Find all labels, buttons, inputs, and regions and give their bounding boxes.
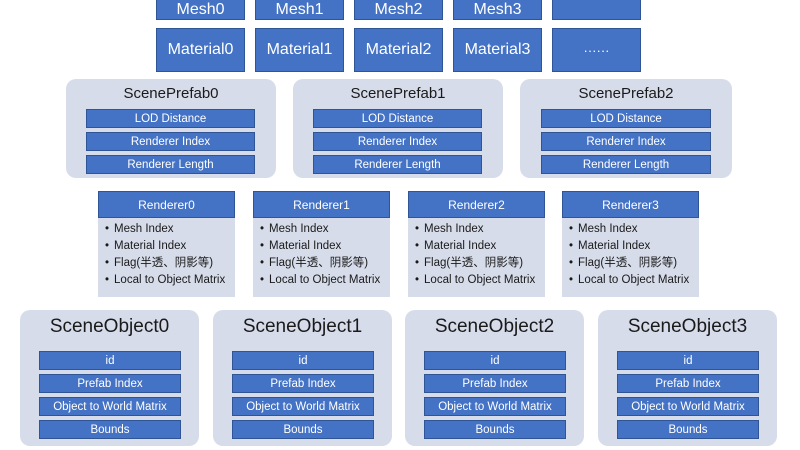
renderer-item: Material Index: [415, 238, 545, 255]
renderer-item: Mesh Index: [260, 221, 390, 238]
renderer-item: Mesh Index: [569, 221, 699, 238]
scene-prefab-0: ScenePrefab0 LOD Distance Renderer Index…: [66, 79, 276, 178]
scene-object-title: SceneObject2: [434, 316, 555, 337]
mesh-box-more: [552, 0, 641, 20]
material-box-0: Material0: [156, 28, 245, 72]
mesh-label: Mesh1: [275, 1, 324, 18]
prefab-field-renderer-index: Renderer Index: [313, 132, 482, 151]
object-field-prefab-index: Prefab Index: [617, 374, 759, 393]
renderer-3: Renderer3 Mesh Index Material Index Flag…: [562, 191, 699, 297]
scene-object-1: SceneObject1 id Prefab Index Object to W…: [213, 310, 392, 446]
scene-object-0: SceneObject0 id Prefab Index Object to W…: [20, 310, 199, 446]
renderer-title: Renderer1: [253, 191, 390, 218]
object-field-bounds: Bounds: [39, 420, 181, 439]
object-field-id: id: [617, 351, 759, 370]
object-field-id: id: [424, 351, 566, 370]
prefab-title: ScenePrefab1: [350, 85, 446, 102]
renderer-title: Renderer2: [408, 191, 545, 218]
prefab-field-renderer-length: Renderer Length: [313, 155, 482, 174]
renderer-item: Material Index: [260, 238, 390, 255]
material-label: Material3: [464, 41, 531, 58]
mesh-label: Mesh3: [473, 1, 522, 18]
mesh-box-1: Mesh1: [255, 0, 344, 20]
scene-prefab-2: ScenePrefab2 LOD Distance Renderer Index…: [520, 79, 732, 178]
prefab-title: ScenePrefab0: [123, 85, 219, 102]
material-label: Material2: [365, 41, 432, 58]
renderer-item: Mesh Index: [105, 221, 235, 238]
renderer-title: Renderer3: [562, 191, 699, 218]
renderer-item: Flag(半透、阴影等): [105, 255, 235, 272]
scene-object-title: SceneObject3: [627, 316, 748, 337]
renderer-item-list: Mesh Index Material Index Flag(半透、阴影等) L…: [105, 221, 235, 289]
object-field-object-to-world-matrix: Object to World Matrix: [39, 397, 181, 416]
renderer-2: Renderer2 Mesh Index Material Index Flag…: [408, 191, 545, 297]
scene-object-3: SceneObject3 id Prefab Index Object to W…: [598, 310, 777, 446]
mesh-box-2: Mesh2: [354, 0, 443, 20]
scene-object-title: SceneObject1: [242, 316, 363, 337]
renderer-item: Mesh Index: [415, 221, 545, 238]
mesh-box-3: Mesh3: [453, 0, 542, 20]
renderer-item: Local to Object Matrix: [569, 272, 699, 289]
prefab-field-lod-distance: LOD Distance: [313, 109, 482, 128]
prefab-field-renderer-index: Renderer Index: [541, 132, 711, 151]
mesh-label: Mesh2: [374, 1, 423, 18]
object-field-id: id: [232, 351, 374, 370]
material-box-1: Material1: [255, 28, 344, 72]
object-field-bounds: Bounds: [617, 420, 759, 439]
renderer-0: Renderer0 Mesh Index Material Index Flag…: [98, 191, 235, 297]
object-field-prefab-index: Prefab Index: [232, 374, 374, 393]
material-box-more: ······: [552, 28, 641, 72]
object-field-bounds: Bounds: [232, 420, 374, 439]
renderer-item: Flag(半透、阴影等): [260, 255, 390, 272]
mesh-label: Mesh0: [176, 1, 225, 18]
scene-prefab-1: ScenePrefab1 LOD Distance Renderer Index…: [293, 79, 503, 178]
prefab-field-renderer-length: Renderer Length: [86, 155, 255, 174]
material-label: Material0: [167, 41, 234, 58]
object-field-id: id: [39, 351, 181, 370]
material-label: Material1: [266, 41, 333, 58]
material-label: ······: [583, 42, 610, 58]
renderer-item: Flag(半透、阴影等): [569, 255, 699, 272]
object-field-prefab-index: Prefab Index: [424, 374, 566, 393]
object-field-bounds: Bounds: [424, 420, 566, 439]
material-box-2: Material2: [354, 28, 443, 72]
prefab-field-lod-distance: LOD Distance: [86, 109, 255, 128]
scene-object-title: SceneObject0: [49, 316, 170, 337]
scene-object-2: SceneObject2 id Prefab Index Object to W…: [405, 310, 584, 446]
prefab-title: ScenePrefab2: [578, 85, 674, 102]
renderer-1: Renderer1 Mesh Index Material Index Flag…: [253, 191, 390, 297]
object-field-prefab-index: Prefab Index: [39, 374, 181, 393]
renderer-item: Material Index: [569, 238, 699, 255]
renderer-item: Local to Object Matrix: [260, 272, 390, 289]
material-box-3: Material3: [453, 28, 542, 72]
prefab-field-lod-distance: LOD Distance: [541, 109, 711, 128]
renderer-item-list: Mesh Index Material Index Flag(半透、阴影等) L…: [569, 221, 699, 289]
renderer-title: Renderer0: [98, 191, 235, 218]
prefab-field-renderer-index: Renderer Index: [86, 132, 255, 151]
prefab-field-renderer-length: Renderer Length: [541, 155, 711, 174]
renderer-item: Local to Object Matrix: [415, 272, 545, 289]
renderer-item: Material Index: [105, 238, 235, 255]
object-field-object-to-world-matrix: Object to World Matrix: [232, 397, 374, 416]
renderer-item: Local to Object Matrix: [105, 272, 235, 289]
renderer-item-list: Mesh Index Material Index Flag(半透、阴影等) L…: [415, 221, 545, 289]
renderer-item: Flag(半透、阴影等): [415, 255, 545, 272]
mesh-box-0: Mesh0: [156, 0, 245, 20]
object-field-object-to-world-matrix: Object to World Matrix: [617, 397, 759, 416]
object-field-object-to-world-matrix: Object to World Matrix: [424, 397, 566, 416]
renderer-item-list: Mesh Index Material Index Flag(半透、阴影等) L…: [260, 221, 390, 289]
